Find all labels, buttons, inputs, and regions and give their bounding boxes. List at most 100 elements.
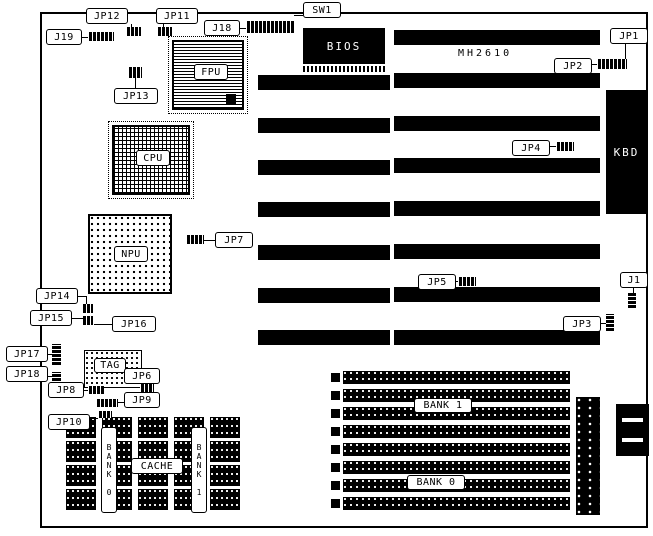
cache-bank1-label: BANK 1 bbox=[191, 427, 207, 513]
jp6-jumper bbox=[140, 384, 154, 392]
npu-chip bbox=[88, 214, 172, 294]
simm-key bbox=[331, 445, 340, 454]
connector-notch bbox=[622, 438, 643, 442]
jp7-label: JP7 bbox=[215, 232, 253, 248]
jp1-jp2-jumper bbox=[597, 59, 627, 69]
jp9-label: JP9 bbox=[124, 392, 160, 408]
jp15-label: JP15 bbox=[30, 310, 72, 326]
simm-socket bbox=[343, 461, 570, 474]
cache-bank0-label: BANK 0 bbox=[101, 427, 117, 513]
j18-label: J18 bbox=[204, 20, 240, 36]
simm-socket bbox=[343, 425, 570, 438]
isa-slot bbox=[394, 330, 600, 345]
cpu-label: CPU bbox=[136, 150, 170, 166]
simm-socket bbox=[343, 407, 570, 420]
cache-label: CACHE bbox=[131, 458, 183, 474]
jp3-label: JP3 bbox=[563, 316, 601, 332]
cache-chip bbox=[66, 465, 96, 486]
jp2-label: JP2 bbox=[554, 58, 592, 74]
callout-line bbox=[625, 44, 626, 59]
j1-jumper bbox=[628, 293, 636, 309]
cache-chip bbox=[210, 465, 240, 486]
simm-bank1-label: BANK 1 bbox=[414, 398, 472, 413]
simm-socket bbox=[343, 497, 570, 510]
jp12-label: JP12 bbox=[86, 8, 128, 24]
jp18-label: JP18 bbox=[6, 366, 48, 382]
cache-chip bbox=[138, 489, 168, 510]
bios-socket bbox=[303, 66, 385, 72]
cache-chip bbox=[138, 417, 168, 438]
callout-line bbox=[204, 240, 215, 241]
simm-key bbox=[331, 409, 340, 418]
sw1-dip-switch bbox=[246, 21, 294, 33]
callout-line bbox=[240, 28, 246, 29]
jp11-jumper bbox=[157, 27, 172, 36]
callout-line bbox=[82, 37, 88, 38]
simm-key bbox=[331, 463, 340, 472]
npu-label: NPU bbox=[114, 246, 148, 262]
callout-line bbox=[131, 24, 132, 27]
bios-chip: BIOS bbox=[303, 28, 385, 64]
jp13-jumper bbox=[128, 67, 142, 78]
simm-socket bbox=[343, 371, 570, 384]
callout-line bbox=[592, 64, 597, 65]
jp17-jumper bbox=[52, 344, 61, 366]
jp17-label: JP17 bbox=[6, 346, 48, 362]
isa-slot bbox=[394, 158, 600, 173]
cache-chip bbox=[210, 417, 240, 438]
at-power-connector bbox=[616, 404, 649, 456]
fpu-pin1-dot bbox=[226, 94, 236, 104]
isa-slot bbox=[394, 244, 600, 259]
callout-line bbox=[84, 390, 88, 391]
isa-slot bbox=[258, 288, 390, 303]
simm-socket bbox=[343, 443, 570, 456]
isa-slot bbox=[394, 30, 600, 45]
jp8-jumper bbox=[88, 386, 104, 394]
isa-slot bbox=[394, 116, 600, 131]
simm-key bbox=[331, 481, 340, 490]
cache-chip bbox=[210, 441, 240, 462]
callout-line bbox=[48, 376, 52, 377]
jp9-jumper bbox=[96, 399, 118, 407]
callout-line bbox=[86, 296, 87, 304]
simm-socket bbox=[343, 389, 570, 402]
isa-slot bbox=[394, 201, 600, 216]
jp14-jumper bbox=[82, 304, 93, 313]
jp4-jumper bbox=[556, 142, 574, 151]
isa-slot bbox=[258, 330, 390, 345]
tag-label: TAG bbox=[94, 358, 126, 373]
j1-label: J1 bbox=[620, 272, 648, 288]
callout-line bbox=[633, 288, 634, 293]
isa-slot bbox=[394, 73, 600, 88]
keyboard-connector: KBD bbox=[606, 90, 647, 214]
callout-line bbox=[48, 354, 52, 355]
callout-line bbox=[118, 402, 124, 403]
callout-line bbox=[163, 24, 164, 27]
jp18-jumper bbox=[52, 372, 61, 386]
jp3-jumper bbox=[606, 314, 614, 332]
isa-slot bbox=[258, 160, 390, 175]
isa-slot bbox=[258, 118, 390, 133]
jp6-label: JP6 bbox=[124, 368, 160, 384]
simm-key bbox=[331, 427, 340, 436]
jp8-label: JP8 bbox=[48, 382, 84, 398]
callout-line bbox=[550, 146, 556, 147]
j19-label: J19 bbox=[46, 29, 82, 45]
jp1-label: JP1 bbox=[610, 28, 648, 44]
jp5-label: JP5 bbox=[418, 274, 456, 290]
cache-chip bbox=[138, 441, 168, 462]
power-header bbox=[576, 397, 600, 515]
board-model: MH2610 bbox=[458, 48, 513, 59]
jp12-jumper bbox=[126, 27, 141, 36]
j19-jumper bbox=[88, 32, 114, 41]
callout-line bbox=[294, 15, 303, 16]
cache-chip bbox=[66, 489, 96, 510]
fpu-label: FPU bbox=[194, 64, 228, 80]
jp13-label: JP13 bbox=[114, 88, 158, 104]
cache-chip bbox=[66, 441, 96, 462]
callout-line bbox=[94, 324, 112, 325]
callout-line bbox=[78, 296, 86, 297]
isa-slot bbox=[258, 202, 390, 217]
jp10-label: JP10 bbox=[48, 414, 90, 430]
